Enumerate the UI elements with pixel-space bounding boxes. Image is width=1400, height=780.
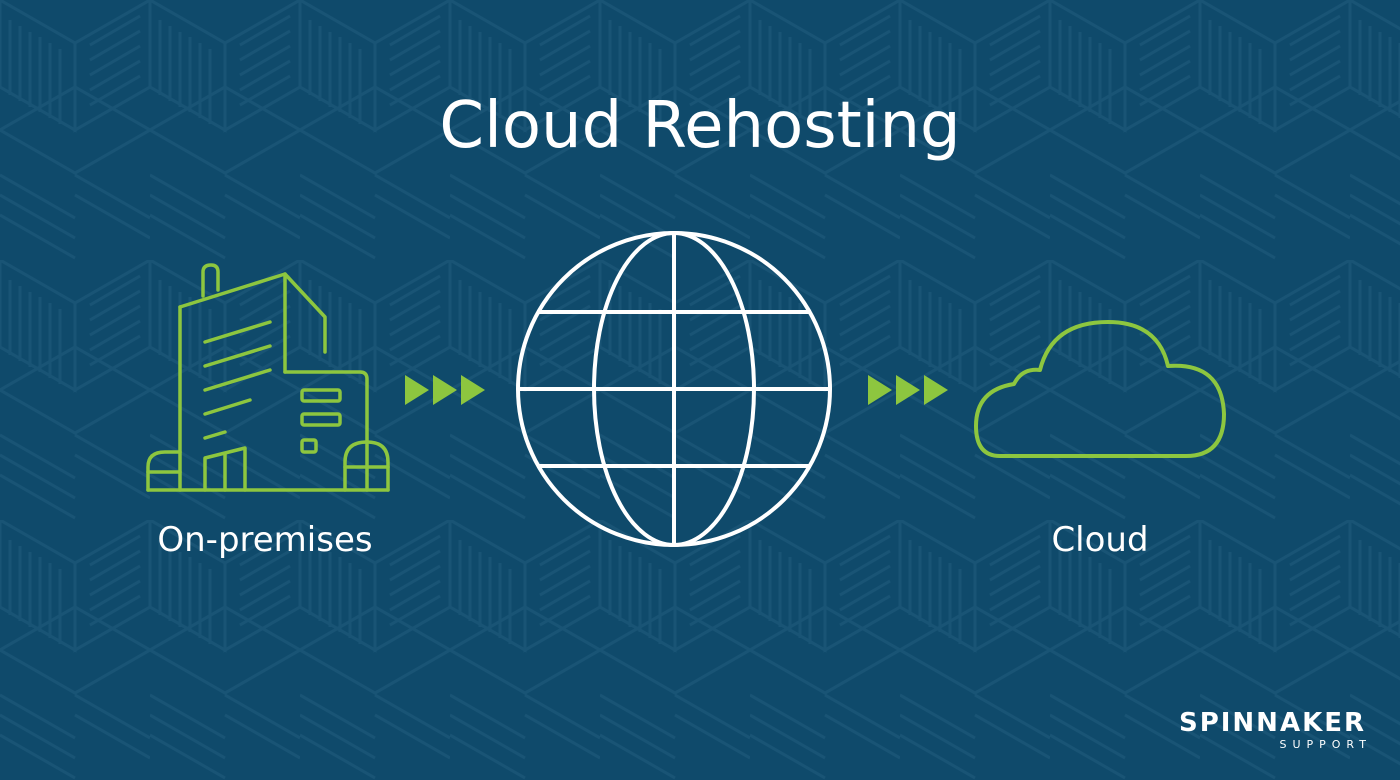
node-label-cloud: Cloud: [1051, 520, 1149, 560]
brand-logo: SPINNAKER SUPPORT: [1179, 708, 1366, 752]
globe-icon: [516, 231, 832, 547]
brand-subtitle: SUPPORT: [1279, 738, 1372, 751]
cloud-icon: [974, 320, 1226, 458]
node-label-on-premises: On-premises: [157, 520, 373, 560]
triple-arrow-icon: [868, 375, 948, 405]
office-building-icon: [146, 263, 390, 492]
triple-arrow-icon: [405, 375, 485, 405]
diagram-title: Cloud Rehosting: [439, 89, 961, 163]
brand-name: SPINNAKER: [1178, 708, 1366, 738]
